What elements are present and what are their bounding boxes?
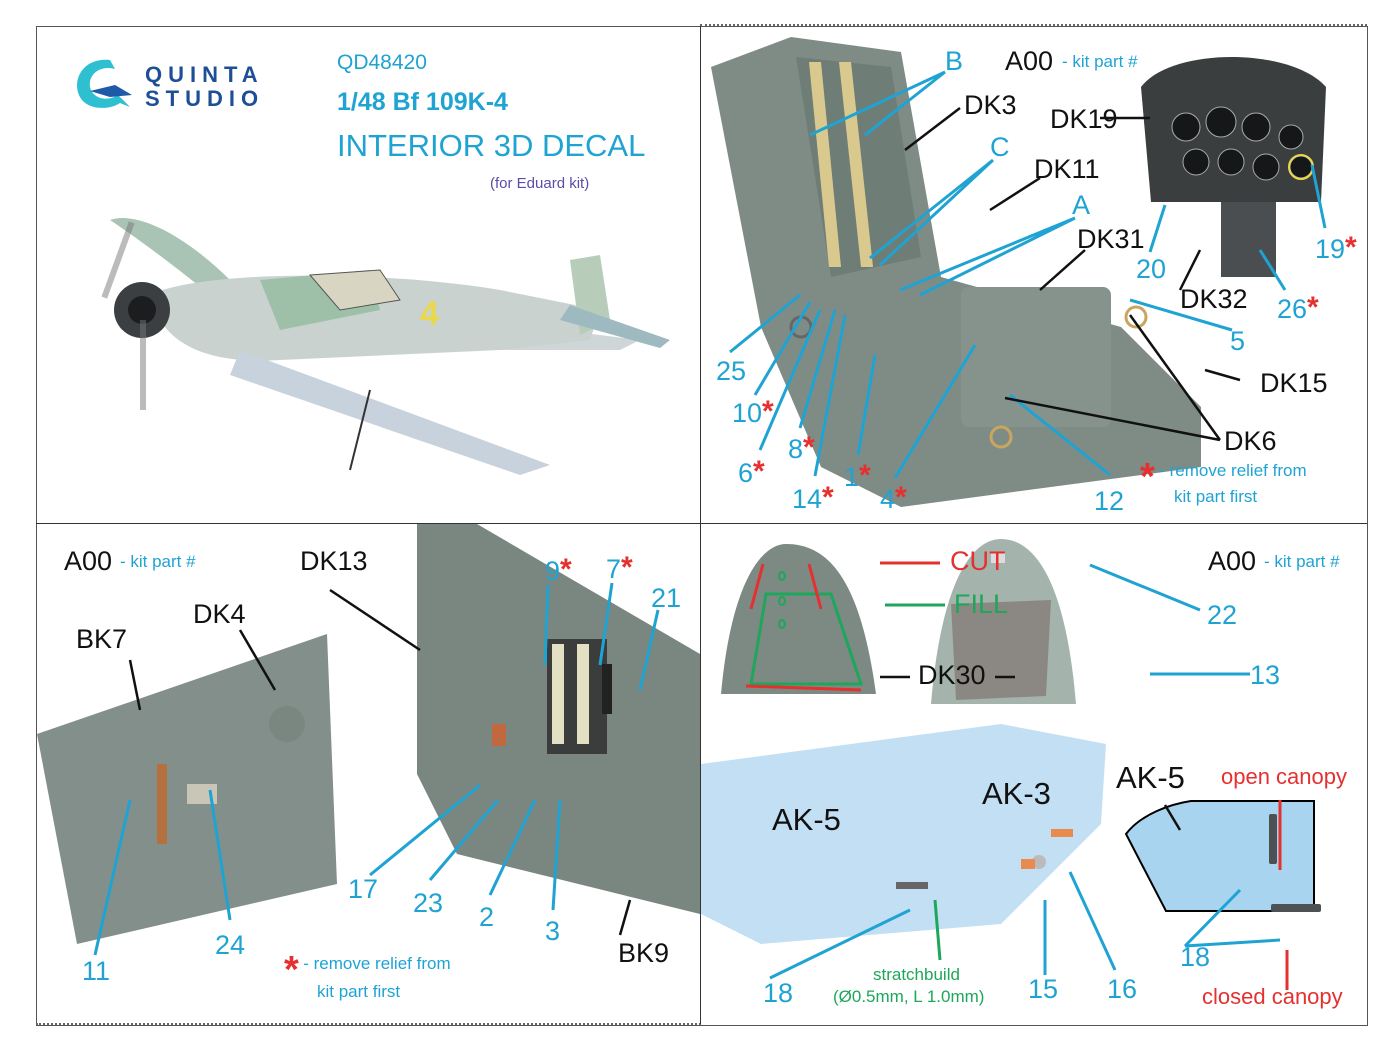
- part-dk6: DK6: [1224, 426, 1277, 456]
- open-canopy-label: open canopy: [1221, 764, 1347, 789]
- decal-21: 21: [651, 583, 682, 613]
- cut-label: CUT: [950, 546, 1006, 576]
- part-bk7: BK7: [76, 624, 128, 654]
- brand-line2: STUDIO: [145, 86, 265, 111]
- decal-16: 16: [1107, 974, 1138, 1004]
- decal-24: 24: [215, 930, 246, 960]
- kit-part-code: A00: [64, 546, 113, 576]
- decal-10-num: 10: [732, 398, 763, 428]
- decal-14: 14*: [792, 483, 834, 514]
- part-dk19: DK19: [1050, 104, 1118, 134]
- remove-relief-legend: * - remove relief from: [284, 951, 451, 989]
- asterisk-icon: *: [1345, 231, 1357, 264]
- aircraft-illustration: 4: [101, 218, 670, 475]
- product-code: QD48420: [337, 51, 427, 74]
- part-ak5-right: AK-5: [1116, 760, 1185, 795]
- decal-2: 2: [479, 902, 495, 932]
- decal-9: 9*: [545, 555, 572, 586]
- asterisk-icon: *: [762, 395, 774, 428]
- asterisk-icon: *: [1140, 456, 1155, 498]
- scale-model-title: 1/48 Bf 109K-4: [337, 88, 508, 116]
- decal-18-left: 18: [763, 978, 794, 1008]
- sheet-frame: [36, 26, 1368, 1026]
- decal-14-num: 14: [792, 484, 823, 514]
- kit-note: (for Eduard kit): [490, 175, 590, 192]
- asterisk-icon: *: [859, 459, 871, 492]
- decal-13: 13: [1250, 660, 1281, 690]
- decal-11: 11: [82, 956, 111, 986]
- decal-3: 3: [545, 916, 561, 946]
- remove-relief-line1: - remove relief from: [1159, 461, 1307, 480]
- decal-9-num: 9: [545, 556, 561, 586]
- decal-6-num: 6: [738, 458, 754, 488]
- decal-23: 23: [413, 888, 444, 918]
- fill-label: FILL: [954, 589, 1009, 619]
- part-dk15: DK15: [1260, 368, 1328, 398]
- part-dk4: DK4: [193, 599, 246, 629]
- part-dk13: DK13: [300, 546, 368, 576]
- asterisk-icon: *: [1307, 291, 1319, 324]
- letter-b: B: [945, 46, 964, 76]
- kit-part-text: - kit part #: [120, 552, 196, 571]
- vertical-divider: [700, 26, 701, 1024]
- part-ak3: AK-3: [982, 776, 1051, 811]
- brand-line1: QUINTA: [145, 62, 264, 87]
- kit-part-text: - kit part #: [1062, 52, 1138, 71]
- decal-1-num: 1: [844, 462, 860, 492]
- decal-19-num: 19: [1315, 234, 1346, 264]
- decal-7-num: 7: [606, 554, 622, 584]
- decal-15: 15: [1028, 974, 1059, 1004]
- decal-4: 4*: [880, 483, 907, 514]
- part-dk11: DK11: [1034, 154, 1100, 184]
- decal-6: 6*: [738, 457, 765, 488]
- stretchbuild-line2: (Ø0.5mm, L 1.0mm): [833, 987, 985, 1006]
- asterisk-icon: *: [284, 949, 299, 991]
- decal-20: 20: [1136, 254, 1167, 284]
- letter-a: A: [1072, 190, 1091, 220]
- part-dk32: DK32: [1180, 284, 1248, 314]
- kit-part-text: - kit part #: [1264, 552, 1340, 571]
- asterisk-icon: *: [895, 481, 907, 514]
- quinta-logo-icon: [77, 59, 132, 108]
- bottom-dashed-border: [36, 1023, 701, 1025]
- asterisk-icon: *: [822, 481, 834, 514]
- part-dk30: DK30: [918, 660, 986, 690]
- top-dashed-border: [700, 24, 1367, 26]
- decal-10: 10*: [732, 397, 774, 428]
- decal-26: 26*: [1277, 293, 1319, 324]
- decal-7: 7*: [606, 553, 633, 584]
- asterisk-icon: *: [621, 551, 633, 584]
- kit-part-code: A00: [1208, 546, 1257, 576]
- remove-relief-line2: kit part first: [317, 982, 401, 1001]
- letter-c: C: [990, 132, 1010, 162]
- asterisk-icon: *: [753, 455, 765, 488]
- closed-canopy-label: closed canopy: [1202, 984, 1343, 1009]
- decal-25: 25: [716, 356, 747, 386]
- remove-relief-line1: - remove relief from: [303, 954, 451, 973]
- decal-26-num: 26: [1277, 294, 1308, 324]
- decal-19: 19*: [1315, 233, 1357, 264]
- kit-part-code: A00: [1005, 46, 1054, 76]
- stretchbuild-line1: stratchbuild: [873, 965, 960, 984]
- svg-text:4: 4: [420, 295, 439, 333]
- part-dk3: DK3: [964, 90, 1017, 120]
- decal-17: 17: [348, 874, 379, 904]
- product-type-title: INTERIOR 3D DECAL: [337, 128, 646, 163]
- asterisk-icon: *: [803, 431, 815, 464]
- decal-8-num: 8: [788, 434, 804, 464]
- part-ak5-left: AK-5: [772, 802, 841, 837]
- remove-relief-line2: kit part first: [1174, 487, 1258, 506]
- part-bk9: BK9: [618, 938, 670, 968]
- asterisk-icon: *: [560, 553, 572, 586]
- sidewalls-photo: [37, 524, 700, 944]
- decal-12: 12: [1094, 486, 1125, 516]
- decal-8: 8*: [788, 433, 815, 464]
- part-dk31: DK31: [1077, 224, 1145, 254]
- decal-18-right: 18: [1180, 942, 1211, 972]
- decal-22: 22: [1207, 600, 1238, 630]
- decal-1: 1*: [844, 461, 871, 492]
- decal-5: 5: [1230, 326, 1246, 356]
- horizontal-divider: [36, 523, 1367, 524]
- decal-4-num: 4: [880, 484, 896, 514]
